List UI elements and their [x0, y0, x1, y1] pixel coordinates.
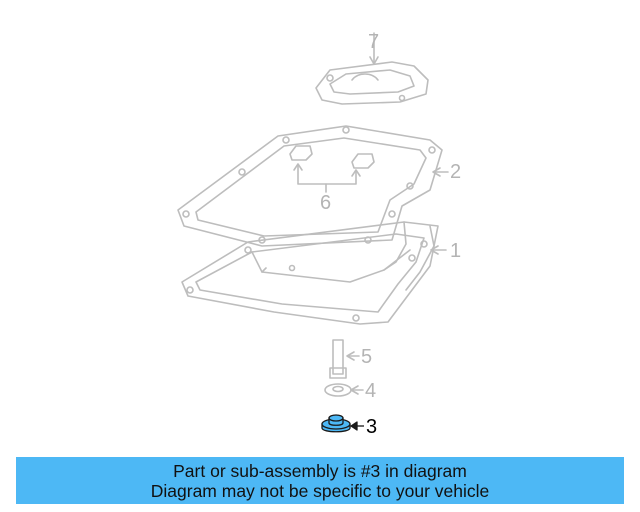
part-4-washer	[324, 383, 364, 397]
part-5-bolt	[329, 339, 360, 379]
part-2-gasket	[177, 125, 449, 247]
part-6-magnets	[289, 145, 375, 193]
banner-line-disclaimer: Diagram may not be specific to your vehi…	[150, 481, 490, 501]
callout-7: 7	[368, 31, 379, 53]
banner-line-part: Part or sub-assembly is #3 in diagram	[173, 461, 467, 481]
part-1-oil-pan	[181, 221, 447, 325]
callout-2: 2	[450, 161, 461, 183]
parts-diagram: 7 2 6 1 5 4 3	[177, 31, 461, 438]
part-7-strainer	[315, 32, 429, 105]
callout-4: 4	[365, 380, 376, 402]
part-3-drain-plug[interactable]	[321, 414, 364, 433]
callout-5: 5	[361, 346, 372, 368]
callout-3: 3	[366, 416, 377, 438]
callout-1: 1	[450, 240, 461, 262]
info-banner: Part or sub-assembly is #3 in diagram Di…	[16, 457, 624, 504]
callout-6: 6	[320, 192, 331, 214]
